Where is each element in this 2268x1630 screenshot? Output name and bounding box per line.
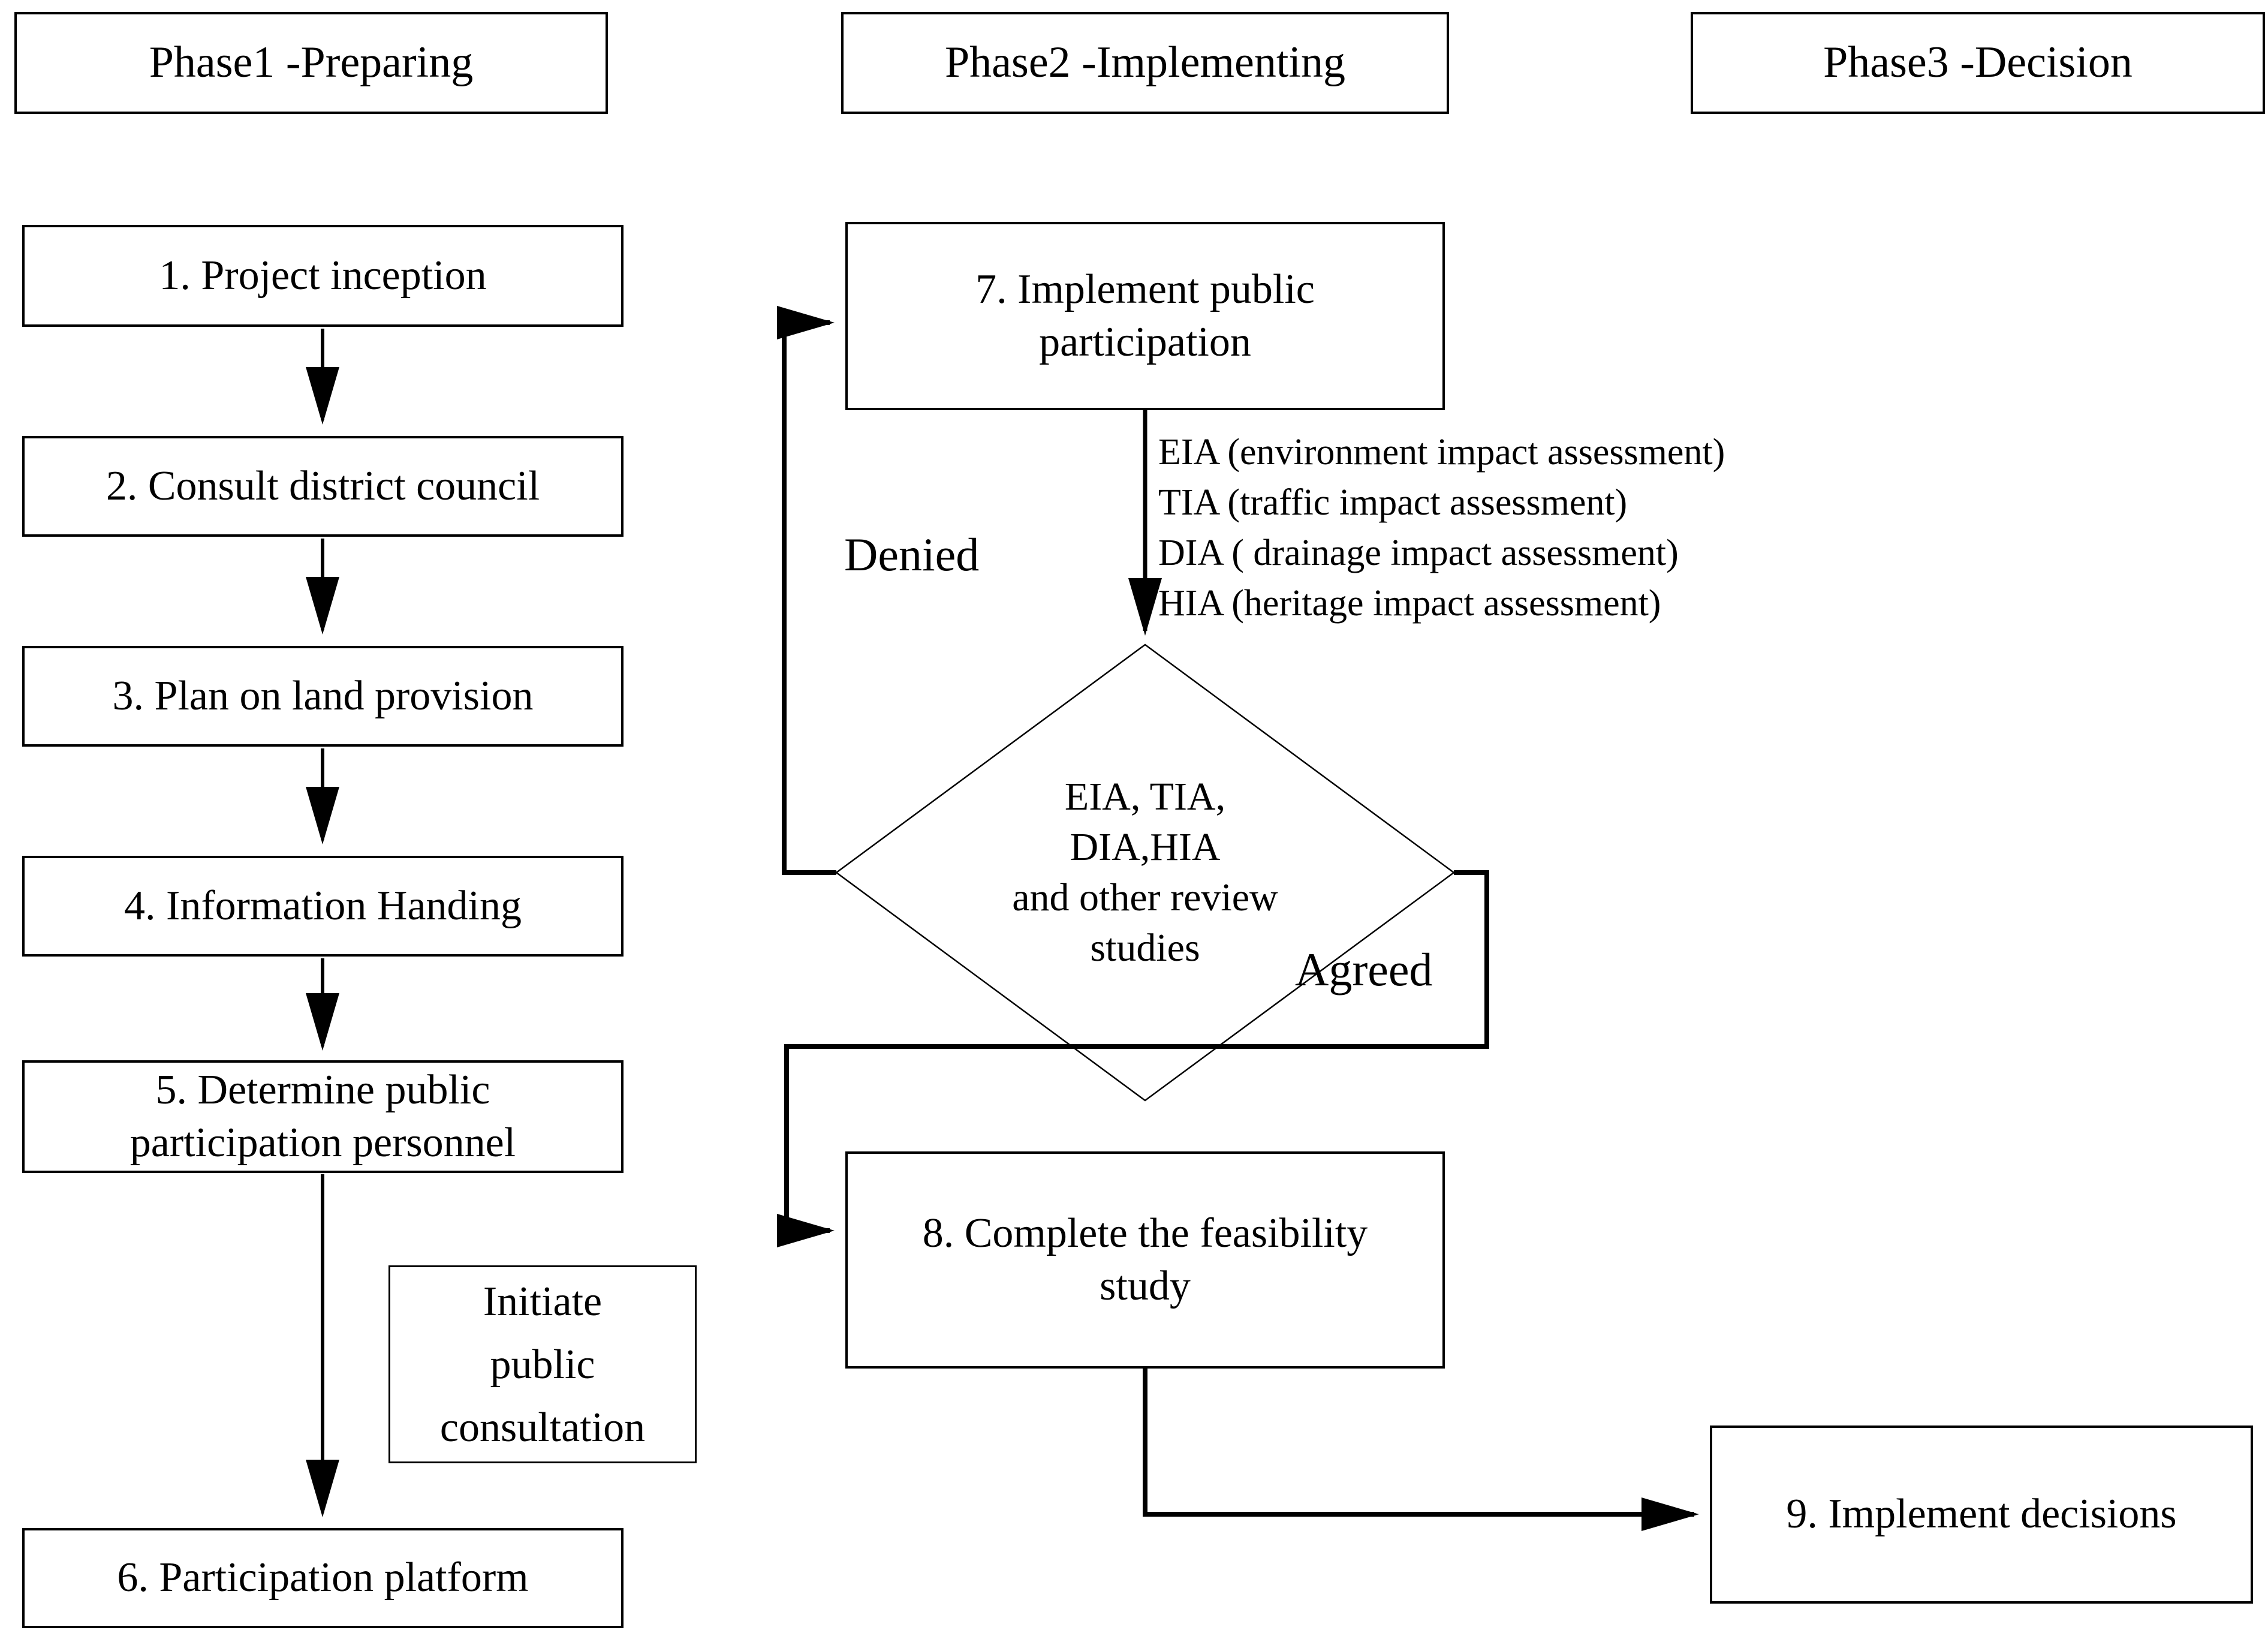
- assessment-note-hia: HIA (heritage impact assessment): [1158, 583, 1661, 624]
- step-box-5: 5. Determine public participation person…: [22, 1060, 624, 1173]
- step-box-4: 4. Information Handing: [22, 856, 624, 957]
- step-box-9: 9. Implement decisions: [1710, 1426, 2253, 1604]
- phase2-header: Phase2 -Implementing: [841, 12, 1449, 114]
- step-box-8: 8. Complete the feasibility study: [845, 1151, 1445, 1369]
- phase3-header: Phase3 -Decision: [1691, 12, 2265, 114]
- step-box-7: 7. Implement public participation: [845, 222, 1445, 410]
- phase1-header: Phase1 -Preparing: [14, 12, 608, 114]
- decision-diamond-shape: [835, 643, 1456, 1102]
- side-note-box: Initiate public consultation: [388, 1265, 697, 1463]
- assessment-note-tia: TIA (traffic impact assessment): [1158, 482, 1628, 523]
- edge-label-denied: Denied: [844, 528, 980, 581]
- connector-denied-loop: [777, 306, 836, 875]
- step-box-1: 1. Project inception: [22, 225, 624, 327]
- edge-label-agreed: Agreed: [1295, 943, 1433, 996]
- decision-diamond-label: EIA, TIA, DIA,HIA and other review studi…: [1012, 775, 1278, 970]
- assessment-note-eia: EIA (environment impact assessment): [1158, 432, 1725, 473]
- step-box-2: 2. Consult district council: [22, 436, 624, 537]
- step-box-3: 3. Plan on land provision: [22, 646, 624, 747]
- connector-agreed-path: [777, 870, 1489, 1247]
- assessment-note-dia: DIA ( drainage impact assessment): [1158, 533, 1679, 573]
- step-box-6: 6. Participation platform: [22, 1528, 624, 1628]
- connector-step8-step9: [1143, 1369, 1699, 1531]
